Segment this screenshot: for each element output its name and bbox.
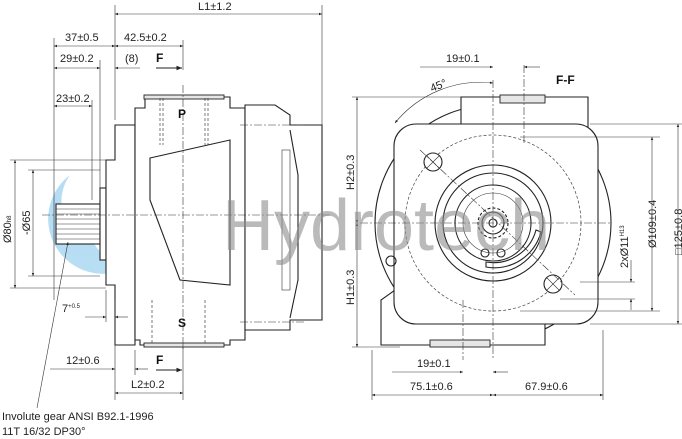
suction-port-face [143,342,225,348]
dim-top-19: 19±0.1 [446,53,480,65]
side-view: L1±1.2 37±0.5 42.5±0.2 29±0.2 (8) F 23±0… [2,1,330,438]
dim-8: (8) [125,53,138,65]
pressure-port-face [143,94,225,100]
port-P-label: P [178,107,186,121]
dim-H2: H2±0.3 [345,155,357,190]
dim-7: 7+0.5 [62,303,81,315]
body-rib [149,139,231,286]
dim-phi80: Ø80h8 [2,215,14,243]
port-S-label: S [178,316,186,330]
dim-holes: 2xØ11H13 [619,225,631,268]
angle-45: 45° [429,77,449,94]
dim-67: 67.9±0.6 [525,381,568,393]
watermark-text: Hydrotech [222,186,550,266]
shaft-note-line1: Involute gear ANSI B92.1-1996 [2,411,154,423]
mounting-flange [105,124,136,346]
rear-cover [244,104,323,331]
dim-42-5: 42.5±0.2 [124,32,167,44]
dim-phi109: Ø109±0.4 [647,200,659,248]
dim-sq125: □125±0.8 [673,209,682,255]
dim-phi65: -Ø65 [21,211,33,235]
square-flange [393,123,599,325]
dim-75: 75.1±0.6 [410,381,453,393]
dim-L2: L2±0.2 [131,379,165,391]
dim-23: 23±0.2 [56,93,90,105]
dim-H1: H1±0.3 [345,270,357,305]
section-mark-bottom: F [156,353,163,367]
dim-L1: L1±1.2 [198,1,232,13]
dim-37: 37±0.5 [65,32,99,44]
pilot [99,187,107,261]
shaft-note-line2: 11T 16/32 DP30° [2,426,86,438]
section-mark-top: F [156,51,163,65]
dim-29: 29±0.2 [60,53,94,65]
dim-bottom-19: 19±0.1 [417,358,451,370]
front-view: F-F 19±0.1 45° H2±0.3 H1±0.3 2xØ11H13 Ø1… [345,53,682,400]
dim-12: 12±0.6 [66,355,100,367]
section-label-FF: F-F [556,73,575,87]
